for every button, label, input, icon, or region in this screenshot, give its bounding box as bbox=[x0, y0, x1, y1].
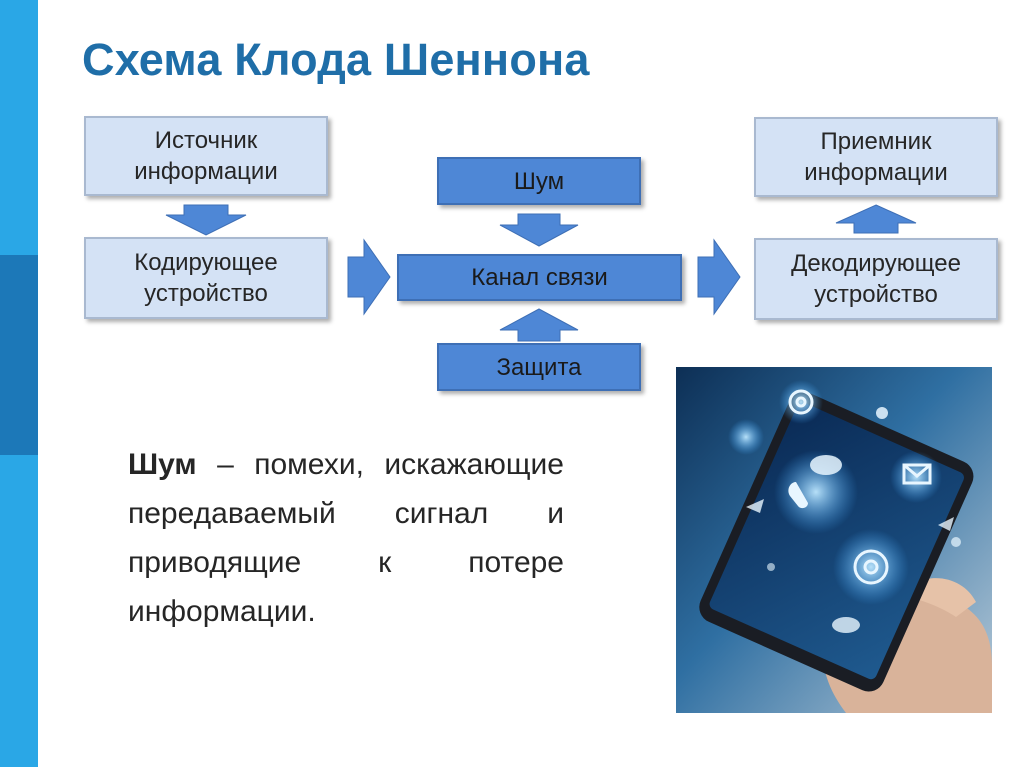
noise-definition: Шум – помехи, искажающие передаваемый си… bbox=[128, 440, 564, 636]
box-information-source-label: Источник информации bbox=[134, 127, 278, 185]
definition-term: Шум bbox=[128, 448, 197, 481]
slide-title: Схема Клода Шеннона bbox=[82, 34, 590, 85]
box-communication-channel-label: Канал связи bbox=[471, 264, 608, 291]
box-encoder: Кодирующее устройство bbox=[84, 237, 328, 319]
arrow-right-icon bbox=[347, 238, 391, 316]
smartphone-photo bbox=[676, 367, 992, 713]
arrow-up-icon bbox=[499, 308, 579, 342]
box-decoder: Декодирующее устройство bbox=[754, 238, 998, 320]
side-accent-stripe-dark bbox=[0, 255, 38, 455]
box-communication-channel: Канал связи bbox=[397, 254, 682, 301]
box-noise-label: Шум bbox=[513, 167, 565, 195]
box-information-receiver-label: Приемник информации bbox=[804, 128, 948, 186]
box-noise: Шум bbox=[437, 157, 641, 205]
box-protection: Защита bbox=[437, 343, 641, 391]
arrow-right-icon bbox=[697, 238, 741, 316]
box-decoder-label: Декодирующее устройство bbox=[791, 250, 961, 308]
arrow-up-icon bbox=[835, 204, 917, 234]
definition-text: – помехи, искажающие передаваемый сигнал… bbox=[128, 448, 564, 628]
arrow-down-icon bbox=[499, 213, 579, 247]
box-protection-label: Защита bbox=[496, 353, 582, 381]
box-information-source: Источник информации bbox=[84, 116, 328, 196]
box-encoder-label: Кодирующее устройство bbox=[134, 249, 278, 307]
arrow-down-icon bbox=[165, 204, 247, 236]
box-information-receiver: Приемник информации bbox=[754, 117, 998, 197]
